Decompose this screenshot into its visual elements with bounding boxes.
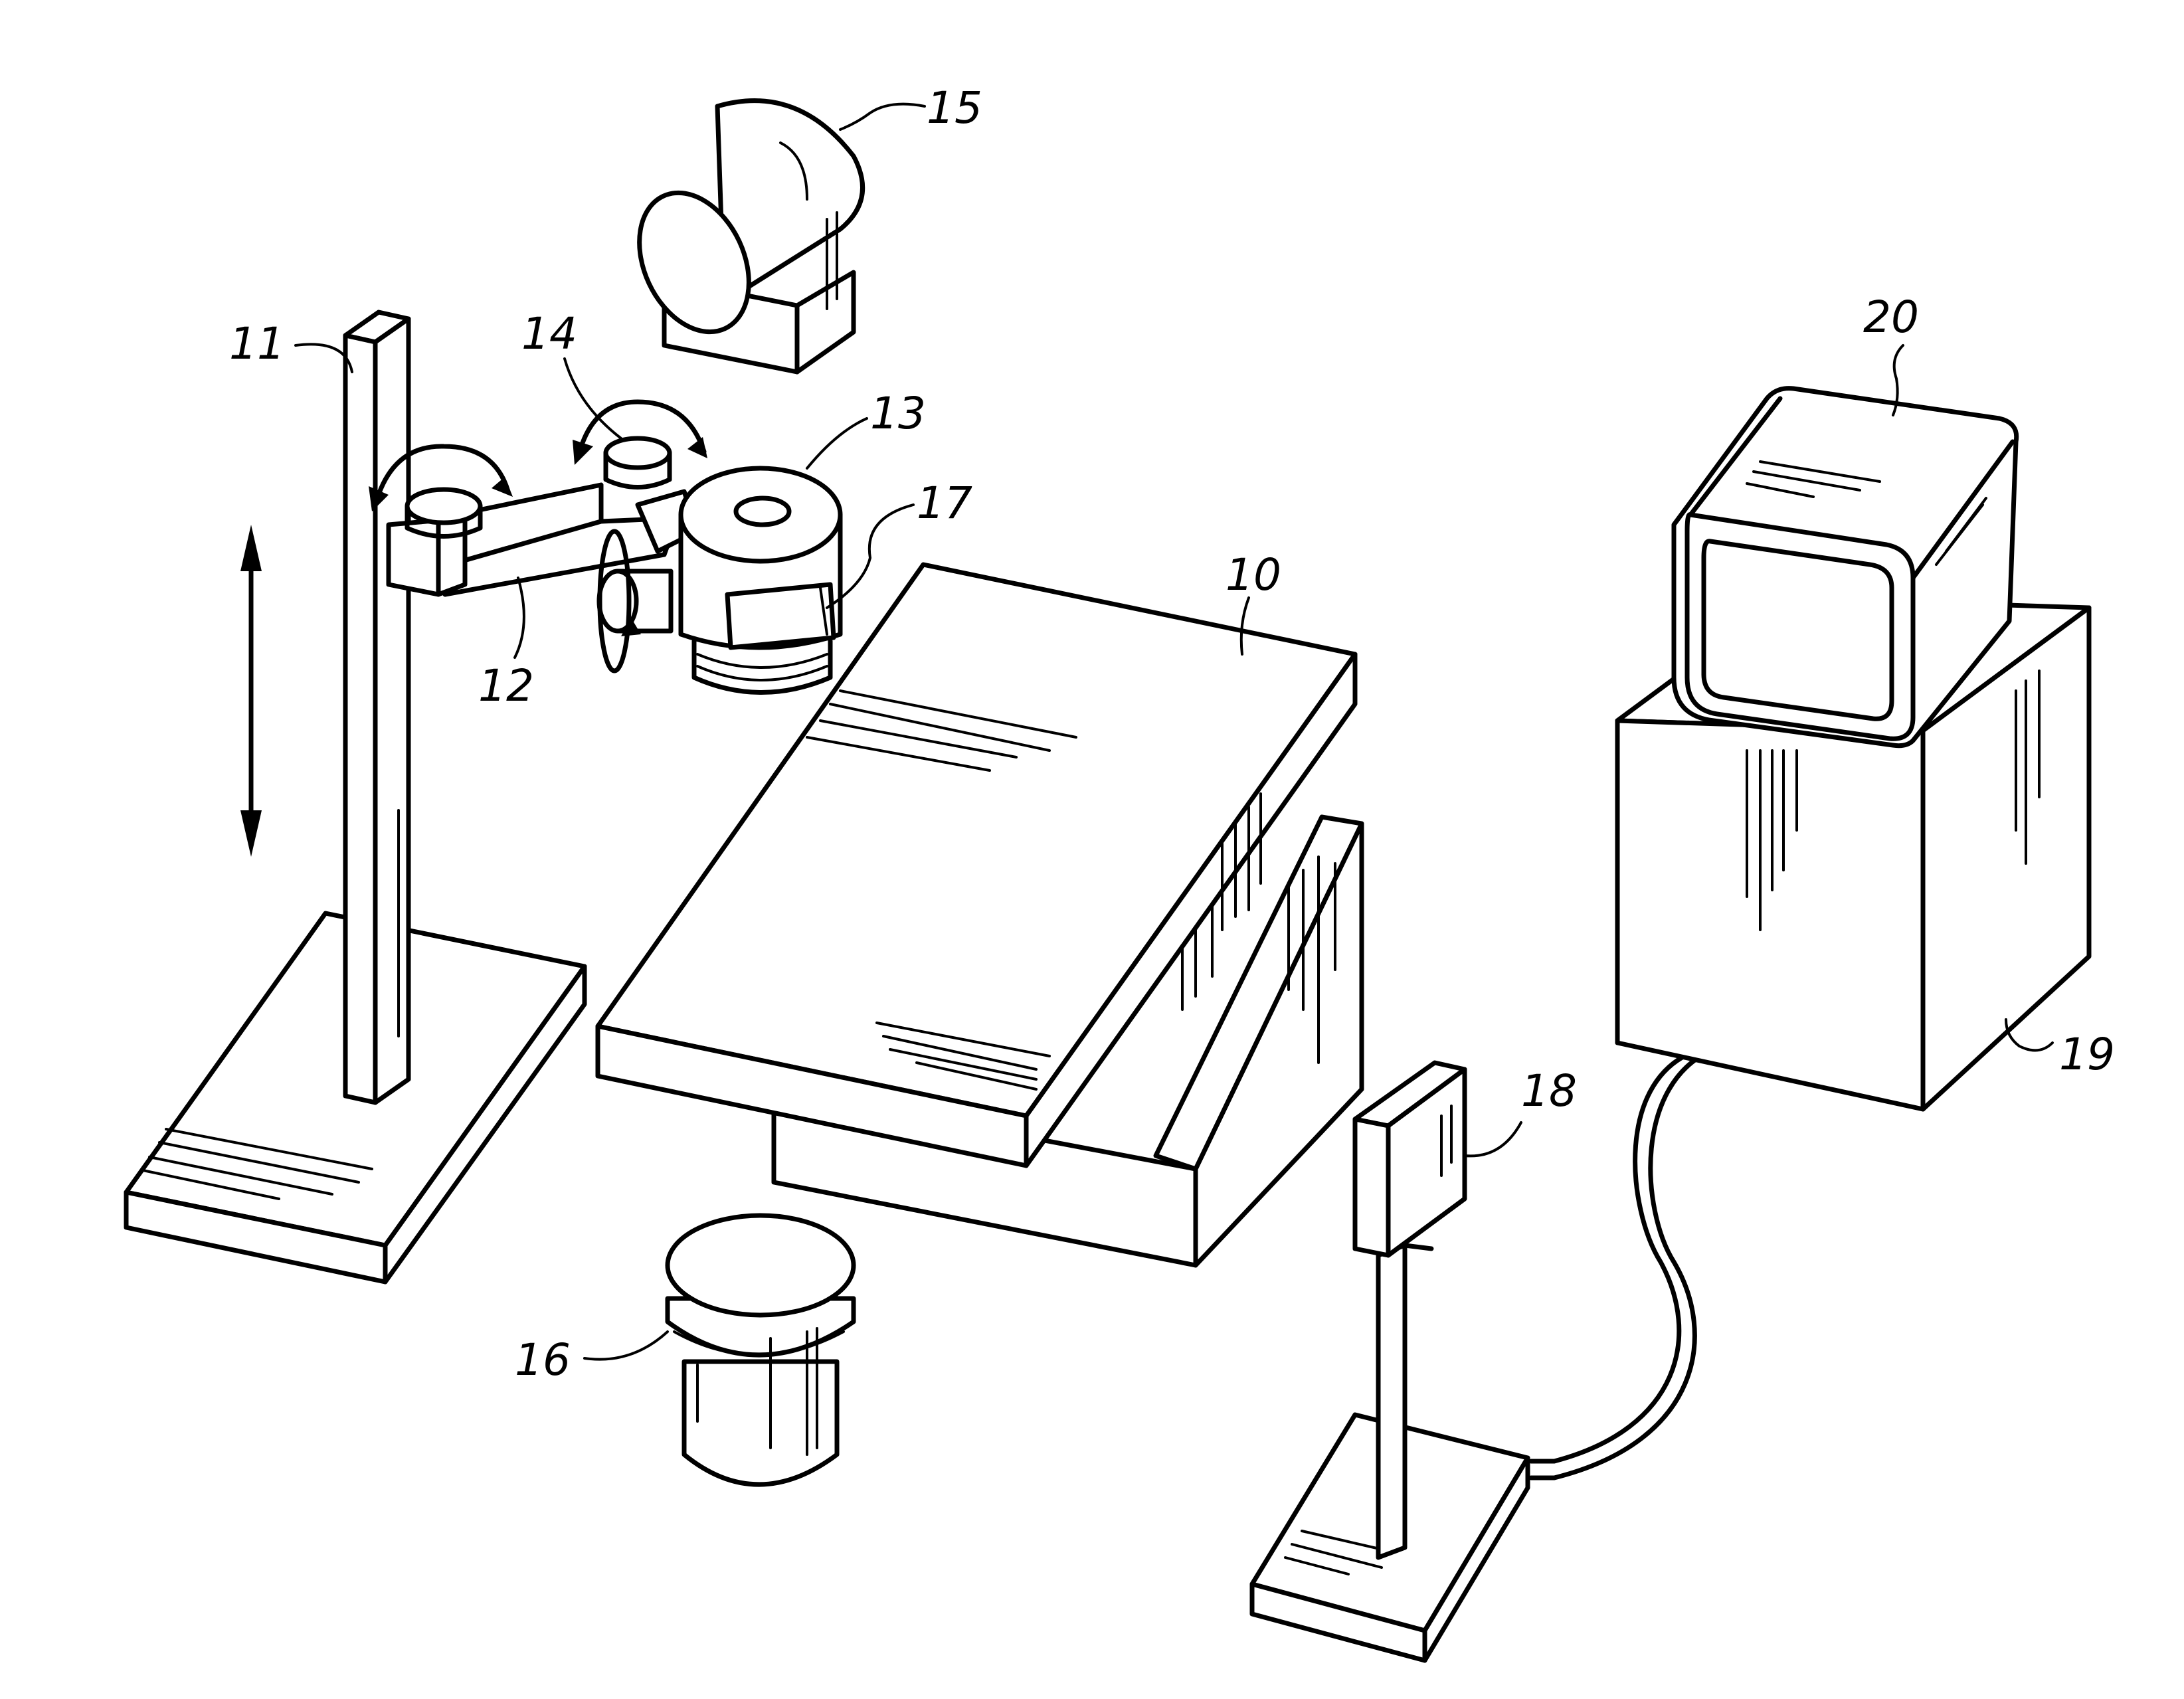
svg-text:13: 13 — [870, 388, 926, 439]
svg-text:12: 12 — [478, 660, 534, 711]
vertical-column — [345, 312, 409, 1103]
ref-11: 11 — [229, 318, 352, 372]
svg-text:19: 19 — [2059, 1029, 2115, 1080]
svg-text:11: 11 — [229, 318, 285, 369]
svg-text:20: 20 — [1863, 292, 1919, 343]
vertical-motion-arrow — [240, 525, 262, 857]
svg-text:18: 18 — [1521, 1065, 1577, 1117]
svg-text:15: 15 — [927, 82, 982, 134]
ref-13: 13 — [807, 388, 926, 468]
ref-20: 20 — [1863, 292, 1919, 415]
svg-text:14: 14 — [521, 308, 577, 359]
ref-19: 19 — [2006, 1020, 2115, 1080]
svg-text:10: 10 — [1226, 549, 1281, 600]
svg-text:16: 16 — [515, 1334, 571, 1386]
svg-text:17: 17 — [917, 478, 972, 529]
ref-15: 15 — [840, 82, 982, 134]
light-unit-16 — [668, 1215, 854, 1484]
ref-16: 16 — [515, 1332, 668, 1386]
light-source — [618, 101, 863, 372]
head-unit — [599, 468, 840, 693]
ref-14: 14 — [521, 308, 621, 438]
ref-18: 18 — [1465, 1065, 1577, 1156]
arm-assembly — [369, 402, 707, 594]
table-assembly — [598, 565, 1362, 1265]
ref-12: 12 — [478, 578, 534, 711]
